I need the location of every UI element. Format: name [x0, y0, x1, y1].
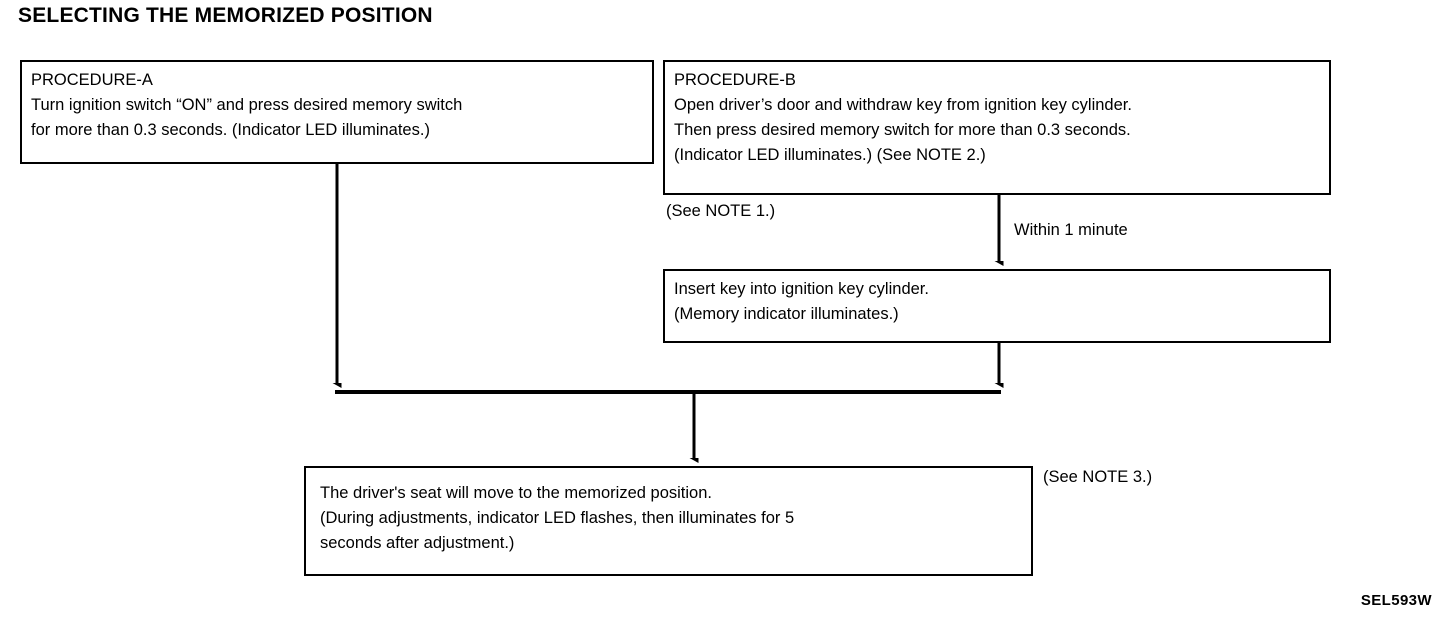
page-title: SELECTING THE MEMORIZED POSITION	[18, 4, 433, 27]
diagram-code: SEL593W	[1360, 592, 1432, 609]
box-procedure-b-text: PROCEDURE-B Open driver’s door and withd…	[674, 71, 1132, 164]
note-1-label: (See NOTE 1.)	[666, 202, 776, 220]
box-insert-key-text: Insert key into ignition key cylinder. (…	[674, 280, 929, 323]
box-procedure-a: PROCEDURE-A Turn ignition switch “ON” an…	[20, 60, 654, 164]
box-insert-key: Insert key into ignition key cylinder. (…	[663, 269, 1331, 343]
within-one-minute-label: Within 1 minute	[1014, 221, 1128, 239]
note-3-label: (See NOTE 3.)	[1043, 468, 1153, 486]
box-procedure-b: PROCEDURE-B Open driver’s door and withd…	[663, 60, 1331, 195]
box-procedure-a-text: PROCEDURE-A Turn ignition switch “ON” an…	[31, 71, 463, 139]
box-result: The driver's seat will move to the memor…	[304, 466, 1033, 576]
box-result-text: The driver's seat will move to the memor…	[320, 484, 795, 552]
